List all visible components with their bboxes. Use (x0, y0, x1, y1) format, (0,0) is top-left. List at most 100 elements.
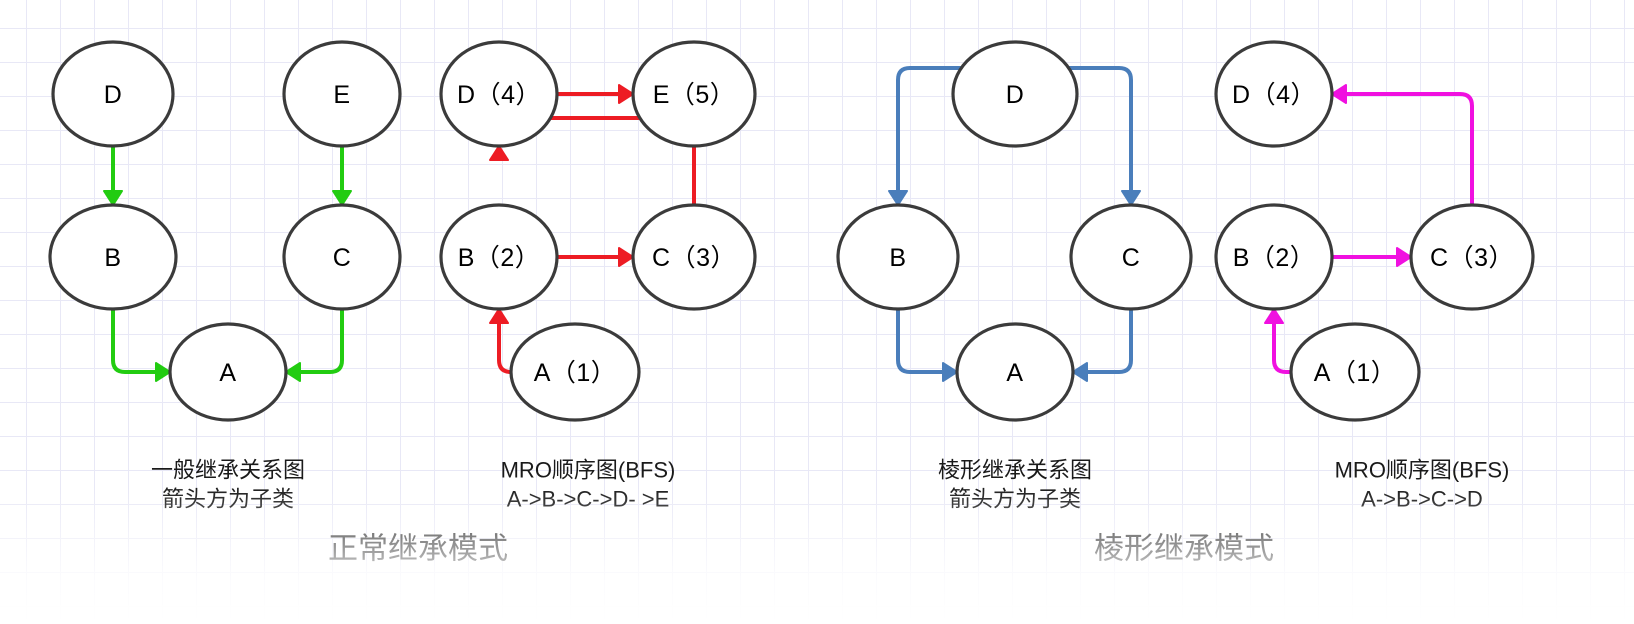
edge-path-C-A (1077, 309, 1133, 374)
arrowhead-B-C (1396, 247, 1412, 267)
node-label-C: C (1122, 244, 1141, 272)
node-label-A: A（1） (1314, 359, 1397, 387)
edge-path-B-A (896, 309, 953, 374)
arrowhead-C-A (285, 362, 301, 382)
edge-normal-class-diagram-E-to-C (332, 146, 352, 206)
node-label-D: D (104, 81, 123, 109)
arrowhead-B-A (155, 362, 171, 382)
arrowhead-D-E-tip (618, 84, 634, 104)
caption-line-1: MRO顺序图(BFS) (501, 458, 676, 483)
arrowhead-B-C-tip (1396, 247, 1412, 267)
arrowhead-A-B (1264, 308, 1284, 324)
arrowhead-C-D (1331, 84, 1347, 104)
node-normal-mro-diagram-C[interactable]: C（3） (631, 203, 757, 311)
edge-normal-class-diagram-B-to-A (111, 309, 171, 382)
arrowhead-C-A (1072, 362, 1088, 382)
node-label-B: B（2） (1233, 244, 1316, 272)
arrowhead-E-C (332, 190, 352, 206)
node-diamond-mro-diagram-D[interactable]: D（4） (1214, 40, 1334, 148)
arrowhead-C-A-tip (1072, 362, 1088, 382)
arrowhead-A-B-tip (1264, 308, 1284, 324)
node-diamond-class-diagram-B[interactable]: B (836, 203, 960, 311)
arrowhead-B-C (618, 247, 634, 267)
node-label-A: A (1006, 359, 1023, 387)
node-diamond-mro-diagram-B[interactable]: B（2） (1214, 203, 1334, 311)
edge-path-C-D (1336, 92, 1474, 205)
edge-diamond-mro-diagram-B-to-C (1332, 247, 1412, 267)
caption-diamond-mro-diagram: MRO顺序图(BFS) A->B->C->D (1335, 458, 1510, 512)
caption-line-1: MRO顺序图(BFS) (1335, 458, 1510, 483)
arrowhead-D-B (103, 190, 123, 206)
section-title-normal-inheritance: 正常继承模式 (328, 533, 508, 566)
arrowhead-C-D-tip (489, 145, 509, 161)
node-normal-mro-diagram-D[interactable]: D（4） (439, 40, 559, 148)
arrowhead-C-D (489, 145, 509, 161)
node-normal-class-diagram-D[interactable]: D (51, 40, 175, 148)
edge-normal-class-diagram-C-to-A (285, 309, 344, 382)
node-diamond-class-diagram-A[interactable]: A (955, 322, 1075, 422)
node-label-C: C（3） (652, 244, 736, 272)
node-diamond-mro-diagram-A[interactable]: A（1） (1289, 322, 1421, 422)
edge-normal-mro-diagram-B-to-C (557, 247, 634, 267)
arrowhead-D-B (888, 190, 908, 206)
caption-line-2: A->B->C->D (1361, 487, 1483, 512)
node-label-E: E (333, 81, 350, 109)
section-title-diamond-inheritance: 棱形继承模式 (1094, 533, 1274, 566)
node-diamond-class-diagram-D[interactable]: D (951, 40, 1079, 148)
node-label-A: A（1） (534, 359, 617, 387)
node-normal-mro-diagram-E[interactable]: E（5） (631, 40, 757, 148)
arrowhead-D-B-tip (888, 190, 908, 206)
arrowhead-D-E (618, 84, 634, 104)
diagram-normal-mro-diagram: D（4） E（5） B（2） C（3） A（1） MRO顺序图(BFS) A->B->C->… (439, 40, 757, 512)
arrowhead-B-A-tip (942, 362, 958, 382)
node-normal-class-diagram-E[interactable]: E (282, 40, 402, 148)
node-label-D: D（4） (1232, 81, 1316, 109)
node-label-C: C (333, 244, 352, 272)
caption-line-1: 一般继承关系图 (151, 458, 305, 483)
diagram-diamond-mro-diagram: D（4） B（2） C（3） A（1） MRO顺序图(BFS) A->B->C->D (1214, 40, 1535, 512)
caption-line-2: A->B->C->D- >E (507, 487, 670, 512)
node-label-C: C（3） (1430, 244, 1514, 272)
node-normal-mro-diagram-A[interactable]: A（1） (509, 322, 641, 422)
arrowhead-B-A-tip (155, 362, 171, 382)
arrowhead-C-D-tip (1331, 84, 1347, 104)
arrowhead-E-C-tip (332, 190, 352, 206)
node-label-B: B（2） (458, 244, 541, 272)
edge-diamond-mro-diagram-C-to-D (1331, 84, 1474, 205)
caption-line-2: 箭头方为子类 (162, 487, 294, 512)
node-label-A: A (219, 359, 236, 387)
edge-diamond-class-diagram-B-to-A (896, 309, 958, 382)
node-diamond-class-diagram-C[interactable]: C (1069, 203, 1193, 311)
edge-path-B-A (111, 309, 166, 374)
node-label-E: E（5） (653, 81, 736, 109)
edge-diamond-class-diagram-C-to-A (1072, 309, 1133, 382)
node-label-B: B (104, 244, 121, 272)
node-label-D: D (1006, 81, 1025, 109)
arrowhead-D-B-tip (103, 190, 123, 206)
edge-path-C-A (290, 309, 344, 374)
node-label-B: B (889, 244, 906, 272)
arrowhead-B-A (942, 362, 958, 382)
caption-line-1: 棱形继承关系图 (938, 458, 1092, 483)
arrowhead-D-C-tip (1121, 190, 1141, 206)
node-normal-class-diagram-C[interactable]: C (282, 203, 402, 311)
arrowhead-C-A-tip (285, 362, 301, 382)
node-diamond-mro-diagram-C[interactable]: C（3） (1409, 203, 1535, 311)
node-normal-class-diagram-B[interactable]: B (48, 203, 178, 311)
arrowhead-D-C (1121, 190, 1141, 206)
caption-normal-mro-diagram: MRO顺序图(BFS) A->B->C->D- >E (501, 458, 676, 512)
arrowhead-B-C-tip (618, 247, 634, 267)
node-label-D: D（4） (457, 81, 541, 109)
caption-line-2: 箭头方为子类 (949, 487, 1081, 512)
arrowhead-A-B-tip (489, 308, 509, 324)
node-normal-class-diagram-A[interactable]: A (168, 322, 288, 422)
arrowhead-A-B (489, 308, 509, 324)
edge-normal-mro-diagram-D-to-E (557, 84, 634, 104)
node-normal-mro-diagram-B[interactable]: B（2） (439, 203, 559, 311)
